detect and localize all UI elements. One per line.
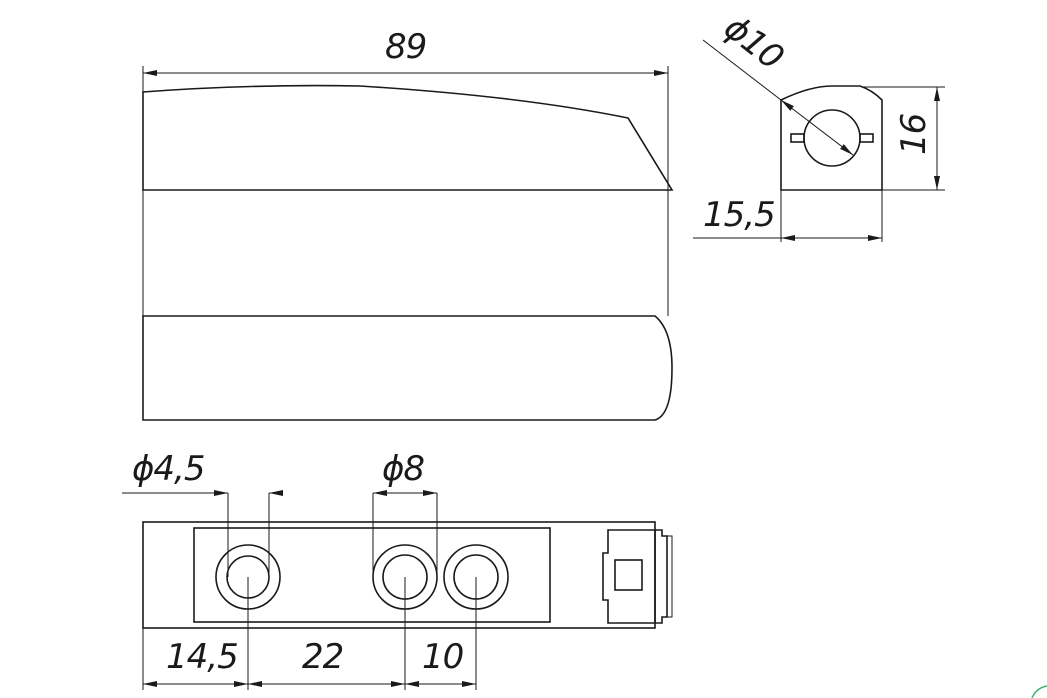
hole-diameter-dimension: ϕ10 — [716, 8, 790, 78]
connector-square — [614, 559, 643, 591]
height-dimension: 16 — [894, 113, 934, 155]
corner-arc-decoration — [1031, 685, 1047, 698]
connector-housing — [602, 529, 656, 624]
top-profile — [142, 84, 674, 191]
length-dimension: 89 — [385, 27, 426, 67]
top-view: 89 — [142, 27, 674, 421]
bottom-outline — [142, 521, 656, 629]
small-hole-diameter: ϕ4,5 — [132, 449, 205, 489]
connector-tab-edge — [667, 535, 673, 618]
bottom-view: ϕ4,5 ϕ8 14,5 22 10 — [122, 449, 673, 690]
diameter-leader — [702, 39, 782, 101]
side-hole — [803, 109, 861, 167]
connector-tab — [655, 529, 668, 624]
side-view: ϕ10 16 15,5 — [693, 8, 945, 242]
spacing-1-dimension: 22 — [302, 637, 343, 677]
spacing-2-dimension: 10 — [422, 637, 463, 677]
width-dimension: 15,5 — [703, 195, 775, 235]
front-profile — [142, 315, 673, 421]
offset-dimension: 14,5 — [166, 637, 238, 677]
large-hole-diameter: ϕ8 — [382, 449, 424, 489]
side-profile — [780, 85, 883, 191]
inner-recess — [193, 527, 551, 623]
side-tab-right — [859, 133, 874, 143]
diameter-dimension-line — [780, 99, 854, 156]
side-tab-left — [790, 133, 805, 143]
